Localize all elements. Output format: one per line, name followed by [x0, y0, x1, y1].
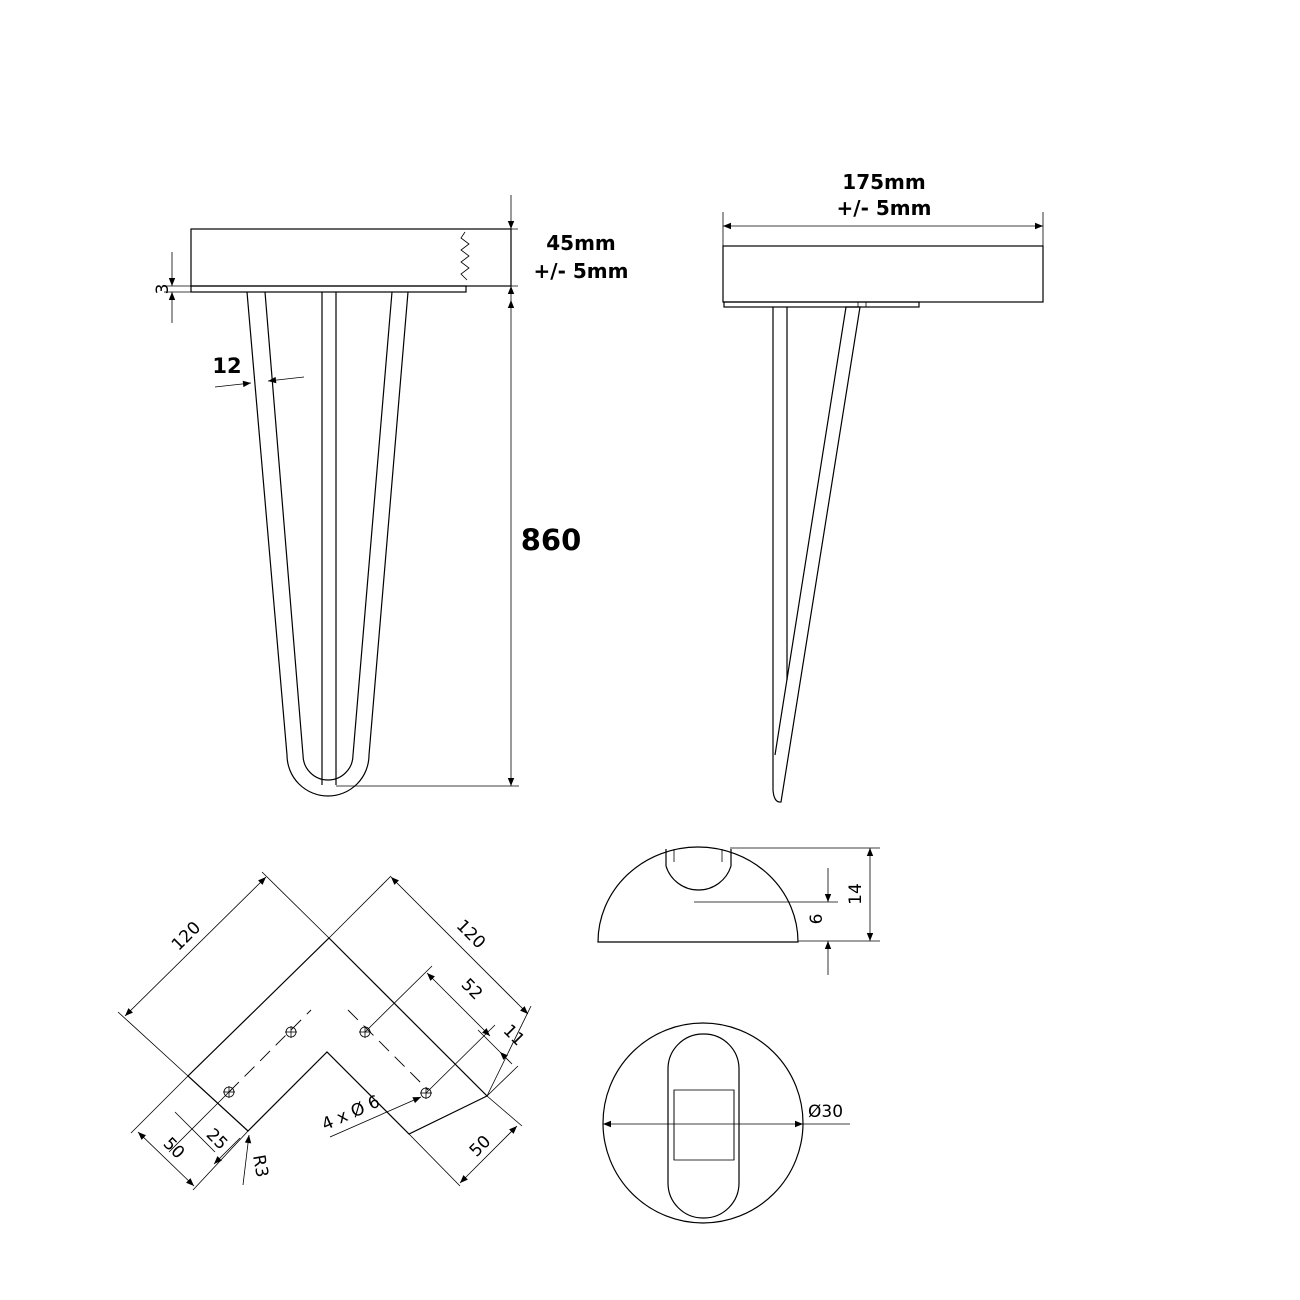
plate-thickness-label: 3 [153, 284, 173, 295]
foot-groove [665, 849, 732, 891]
dim-foot-diameter: Ø30 [603, 1102, 850, 1128]
dim-plate-thickness: 3 [153, 252, 191, 323]
foot-section: 14 6 [597, 846, 880, 975]
rod-diameter-label: 12 [212, 354, 241, 378]
top-height-label-2: +/- 5mm [534, 259, 629, 283]
hole-spacing-label: 52 [457, 975, 486, 1004]
hairpin-rods-side [772, 306, 861, 803]
inner-offset-label: 25 [202, 1125, 231, 1154]
dim-top-height: 45mm +/- 5mm [466, 195, 628, 300]
hole-spec-label: 4 x Ø 6 [319, 1092, 383, 1135]
plate-centerline-left [228, 1009, 312, 1093]
tabletop-front [190, 228, 512, 287]
plate-view: 120 120 52 11 4 x Ø 6 [117, 871, 532, 1191]
foot-disc [602, 1022, 804, 1224]
plate-centerline-right [347, 1009, 429, 1091]
dim-width-right: 50 [408, 1095, 523, 1187]
dim-hole-spacing: 52 [364, 965, 496, 1094]
foot-top-view: Ø30 [602, 1022, 850, 1224]
foot-inner-label: 6 [807, 914, 827, 925]
front-view: 3 45mm +/- 5mm 12 860 [153, 195, 628, 797]
edge-offset-label: 11 [499, 1021, 528, 1050]
leg-height-label: 860 [521, 523, 582, 557]
l-plate-outline [187, 937, 489, 1135]
foot-cap-outline [597, 846, 799, 943]
dim-leg-a: 120 [117, 871, 330, 1077]
foot-diameter-label: Ø30 [808, 1102, 843, 1122]
corner-radius-callout: R3 [242, 1134, 272, 1186]
leg-a-label: 120 [168, 918, 205, 955]
hairpin-rods-front [246, 291, 409, 797]
dim-leg-b: 120 [328, 875, 532, 1097]
foot-slot-outer [667, 1033, 740, 1219]
top-width-label-2: +/- 5mm [837, 196, 932, 220]
width-left-label: 50 [159, 1134, 188, 1163]
tabletop-side [722, 245, 1044, 303]
leg-b-label: 120 [452, 916, 489, 953]
mount-plate-side [723, 301, 920, 308]
dim-leg-height: 860 [336, 300, 582, 787]
corner-radius-label: R3 [248, 1153, 272, 1179]
dim-width-left: 50 [130, 1075, 249, 1191]
foot-slot-inner [673, 1089, 735, 1161]
dim-foot-inner: 6 [694, 868, 838, 975]
dim-top-width: 175mm +/- 5mm [722, 170, 1044, 246]
dim-rod-diameter: 12 [212, 354, 305, 388]
top-width-label-1: 175mm [842, 170, 925, 194]
dim-foot-height: 14 [730, 847, 880, 942]
width-right-label: 50 [466, 1132, 495, 1161]
break-line [460, 231, 470, 281]
top-height-label-1: 45mm [546, 231, 616, 255]
foot-height-label: 14 [846, 883, 866, 905]
mount-plate-front [190, 285, 467, 293]
side-view: 175mm +/- 5mm [722, 170, 1044, 803]
